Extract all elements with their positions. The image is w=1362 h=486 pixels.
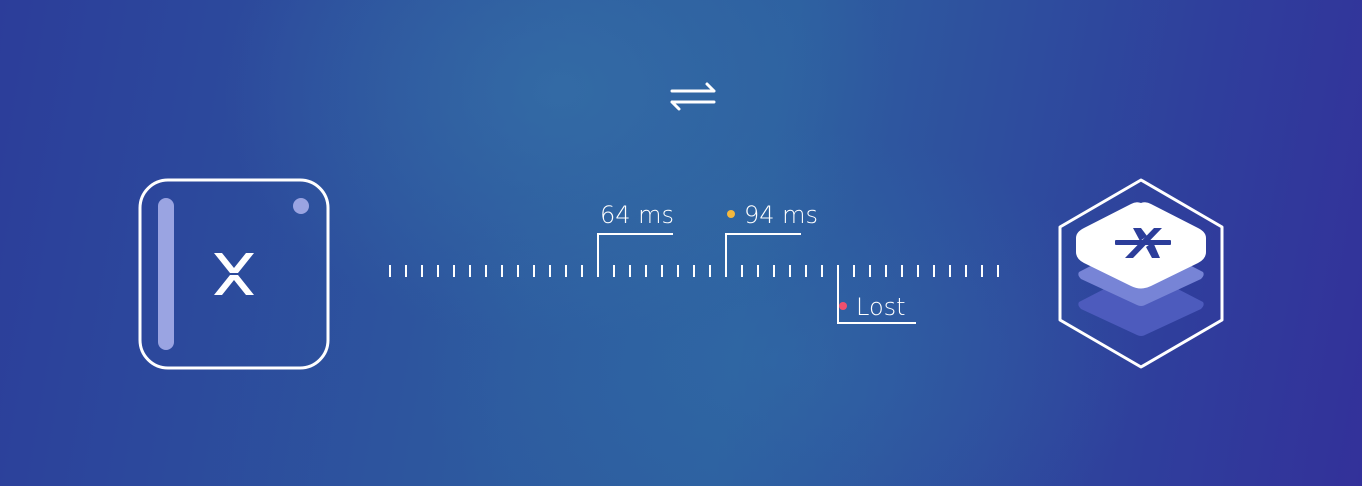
exchange-arrows-icon: [670, 82, 716, 111]
latency-marker: 64 ms: [597, 201, 674, 277]
server-hexagon: [1058, 178, 1224, 369]
marker-label: Lost: [856, 293, 906, 321]
marker-label: 64 ms: [600, 201, 674, 229]
x-logo-icon: [1115, 228, 1171, 258]
status-dot: [727, 210, 735, 218]
x-logo-icon: [214, 253, 254, 295]
device-side-bar: [158, 198, 174, 350]
marker-flag-line: [725, 233, 801, 277]
device-led: [293, 198, 309, 214]
timeline-markers: 64 ms 94 ms Lost: [597, 201, 916, 324]
device-frame: [138, 178, 330, 370]
server-stack: [1058, 178, 1224, 369]
marker-flag-line: [837, 265, 916, 324]
marker-flag-line: [597, 233, 673, 277]
marker-label: 94 ms: [744, 201, 818, 229]
timeline-ticks: [389, 265, 999, 277]
latency-marker: 94 ms: [725, 201, 818, 277]
latency-marker: Lost: [837, 265, 916, 324]
client-device: [138, 178, 330, 370]
status-dot: [839, 302, 847, 310]
